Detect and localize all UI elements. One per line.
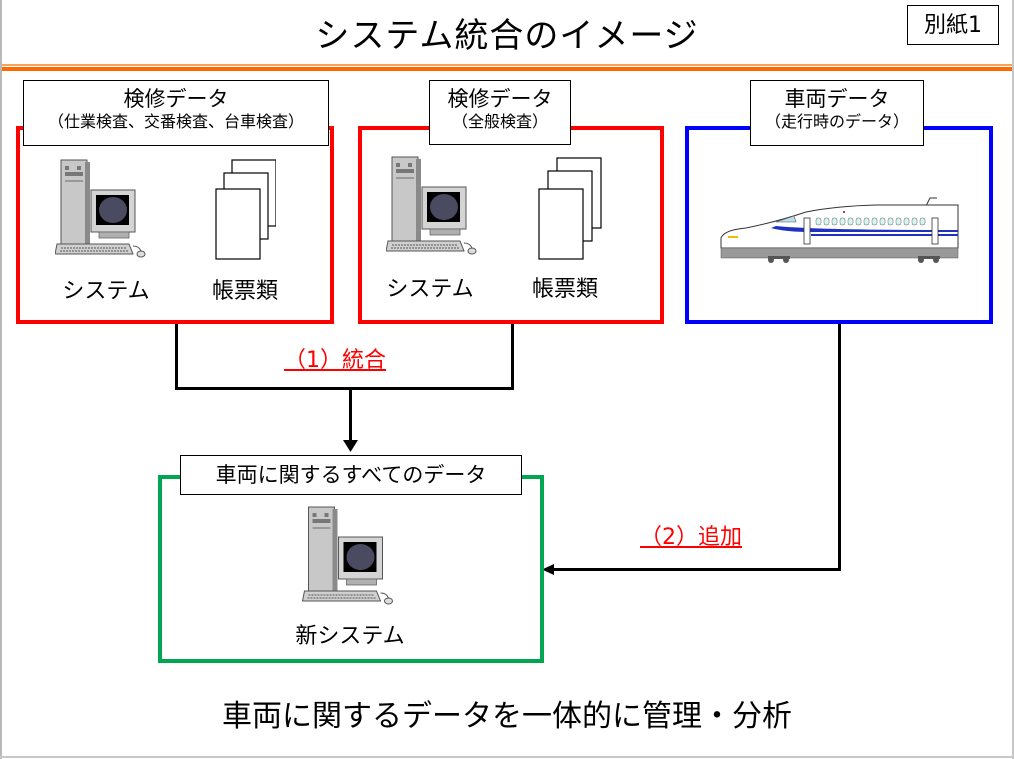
source-title: 検修データ xyxy=(447,87,553,111)
source-subtitle: （仕業検査、交番検査、台車検査） xyxy=(47,112,304,131)
arrow-down-icon xyxy=(343,440,358,452)
connector-line-box1-down xyxy=(175,324,178,390)
appendix-label: 別紙1 xyxy=(907,5,999,45)
connector-line-vehicle-down xyxy=(838,324,841,571)
source-label-inspection-routine: 検修データ （仕業検査、交番検査、台車検査） xyxy=(23,80,329,146)
computer-tower xyxy=(60,159,90,245)
target-item-new-system: 新システム xyxy=(295,624,405,649)
computer-icon xyxy=(301,506,393,605)
documents-icon xyxy=(538,157,602,260)
source-item-system: システム xyxy=(62,279,150,304)
slide-frame-right xyxy=(1012,0,1014,759)
computer-keyboard xyxy=(55,243,146,258)
arrow-left-icon xyxy=(542,564,554,575)
connector-line-box2-down xyxy=(511,324,514,390)
source-label-vehicle: 車両データ （走行時のデータ） xyxy=(750,80,924,146)
documents-icon xyxy=(215,159,276,260)
header-rule-thin xyxy=(2,64,1012,66)
target-title: 車両に関するすべてのデータ xyxy=(215,463,487,487)
add-label: （2）追加 xyxy=(640,525,742,550)
source-item-forms: 帳票類 xyxy=(531,277,598,302)
computer-icon xyxy=(386,156,477,255)
header-rule-thick xyxy=(2,67,1012,71)
source-item-forms: 帳票類 xyxy=(211,279,278,304)
source-title: 車両データ xyxy=(784,87,890,111)
connector-line-vehicle-left xyxy=(552,568,841,571)
slide-frame-bottom xyxy=(0,756,1014,758)
summary-text: 車両に関するデータを一体的に管理・分析 xyxy=(222,699,792,734)
bullet-train-icon xyxy=(720,197,959,263)
slide-frame-left xyxy=(0,0,2,759)
source-item-system: システム xyxy=(386,277,474,302)
target-label: 車両に関するすべてのデータ xyxy=(180,455,522,495)
source-label-inspection-general: 検修データ （全般検査） xyxy=(429,80,571,145)
connector-line-merge-down xyxy=(349,387,352,443)
computer-icon xyxy=(55,159,146,258)
integrate-label: （1）統合 xyxy=(284,348,386,373)
source-title: 検修データ xyxy=(123,87,229,111)
source-subtitle: （走行時のデータ） xyxy=(764,112,909,131)
source-subtitle: （全般検査） xyxy=(451,112,548,131)
computer-monitor xyxy=(90,189,136,239)
slide-title: システム統合のイメージ xyxy=(315,16,699,56)
connector-line-horizontal-merge xyxy=(175,387,514,390)
